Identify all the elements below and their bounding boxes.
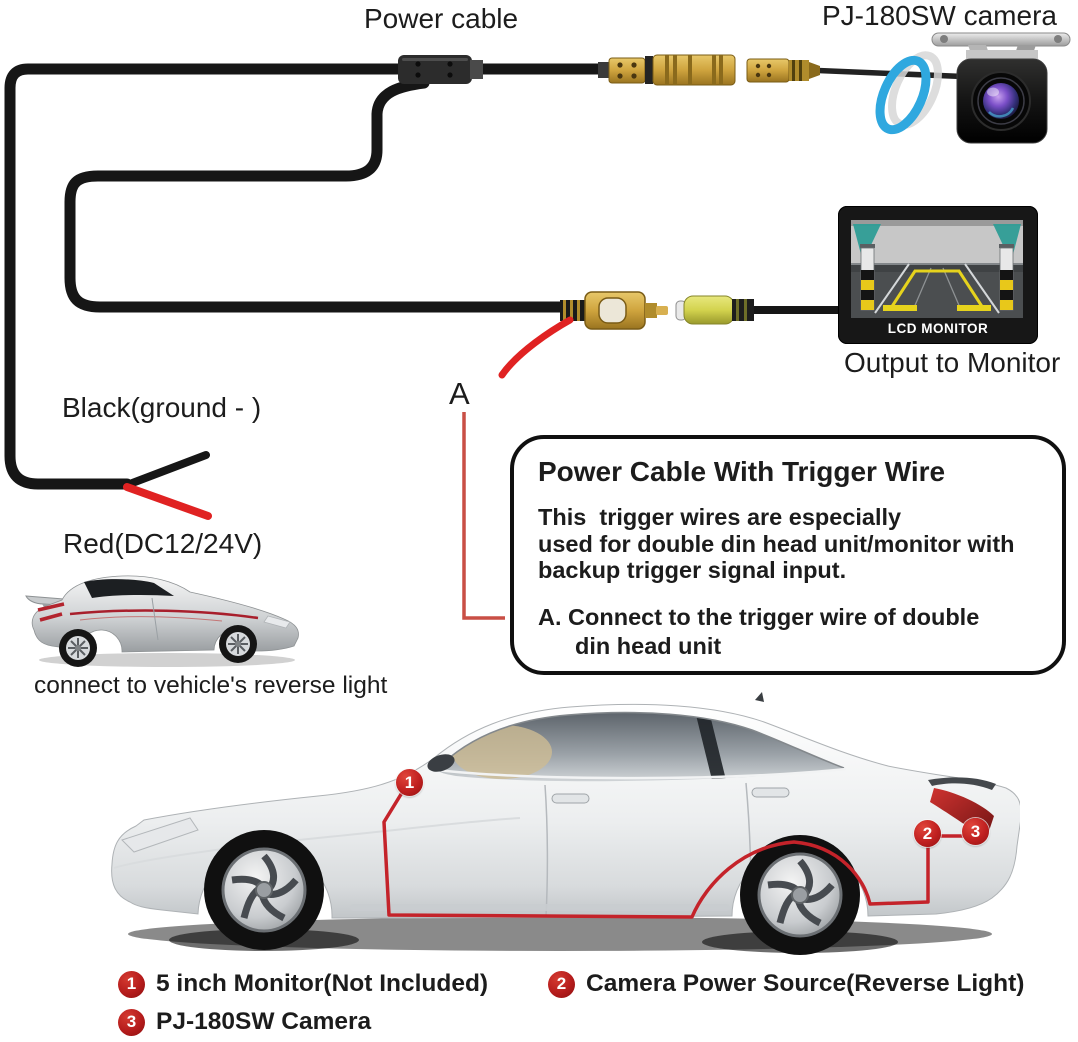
info-box-body: This trigger wires are especially used f… — [538, 504, 1015, 583]
red-power-label: Red(DC12/24V) — [63, 528, 263, 559]
video-cable — [64, 77, 570, 313]
legend-item-power-source: 2 Camera Power Source(Reverse Light) — [548, 970, 1024, 998]
striped-post — [999, 244, 1014, 311]
red-power-wire — [123, 483, 212, 520]
trigger-point-label: A — [449, 376, 470, 411]
lcd-monitor-label: LCD MONITOR — [887, 321, 989, 336]
trigger-wire — [498, 316, 574, 379]
rca-plug-male — [560, 291, 668, 330]
info-box-note-line2: din head unit — [575, 632, 722, 659]
rca-jack-female — [675, 295, 754, 325]
legend-badge-2: 2 — [548, 970, 575, 998]
rotation-ring-icon — [875, 51, 942, 135]
sedan-spoiler-lip — [928, 777, 996, 790]
output-to-monitor-label: Output to Monitor — [844, 347, 1061, 378]
legend-item-monitor: 1 5 inch Monitor(Not Included) — [118, 970, 488, 998]
lcd-monitor: LCD MONITOR — [838, 206, 1038, 344]
power-connector-male — [598, 54, 736, 86]
black-ground-wire — [123, 451, 210, 489]
cable-junction-box — [398, 55, 483, 84]
marker-1-badge: 1 — [396, 769, 423, 796]
ground-power-cable — [4, 63, 410, 520]
legend-label-monitor: 5 inch Monitor(Not Included) — [156, 970, 489, 997]
monitor-screen — [851, 220, 1023, 318]
sports-car-illustration — [25, 575, 299, 667]
sedan-rear-wheel — [740, 835, 860, 955]
legend-badge-1: 1 — [118, 970, 145, 998]
marker-3-badge: 3 — [962, 818, 989, 845]
camera-title-label: PJ-180SW camera — [822, 0, 1057, 31]
info-box-note-line1: A. Connect to the trigger wire of double — [538, 603, 980, 630]
trigger-wire-info-box: Power Cable With Trigger Wire This trigg… — [510, 435, 1066, 675]
sedan-front-wheel — [204, 830, 324, 950]
marker-2-badge: 2 — [914, 820, 941, 847]
backup-camera — [931, 32, 1071, 144]
legend-label-camera: PJ-180SW Camera — [156, 1008, 372, 1035]
legend-label-power-source: Camera Power Source(Reverse Light) — [586, 970, 1025, 997]
wiring-diagram — [4, 32, 1071, 620]
power-connector-female — [746, 58, 820, 83]
reverse-light-caption: connect to vehicle's reverse light — [34, 672, 388, 699]
legend-badge-3: 3 — [118, 1008, 145, 1036]
sedan-headlight — [121, 817, 199, 853]
power-cable-label: Power cable — [364, 3, 519, 34]
info-box-title: Power Cable With Trigger Wire — [538, 456, 946, 487]
legend-item-camera: 3 PJ-180SW Camera — [118, 1008, 371, 1036]
sedan-illustration — [111, 692, 1020, 968]
trigger-leader-line — [462, 412, 505, 620]
striped-post — [860, 244, 875, 311]
black-ground-label: Black(ground - ) — [62, 392, 262, 423]
sports-car-rear-wheel — [59, 629, 97, 667]
sports-car-front-wheel — [219, 625, 257, 663]
install-route-line — [382, 790, 964, 919]
parking-view — [851, 220, 1023, 318]
